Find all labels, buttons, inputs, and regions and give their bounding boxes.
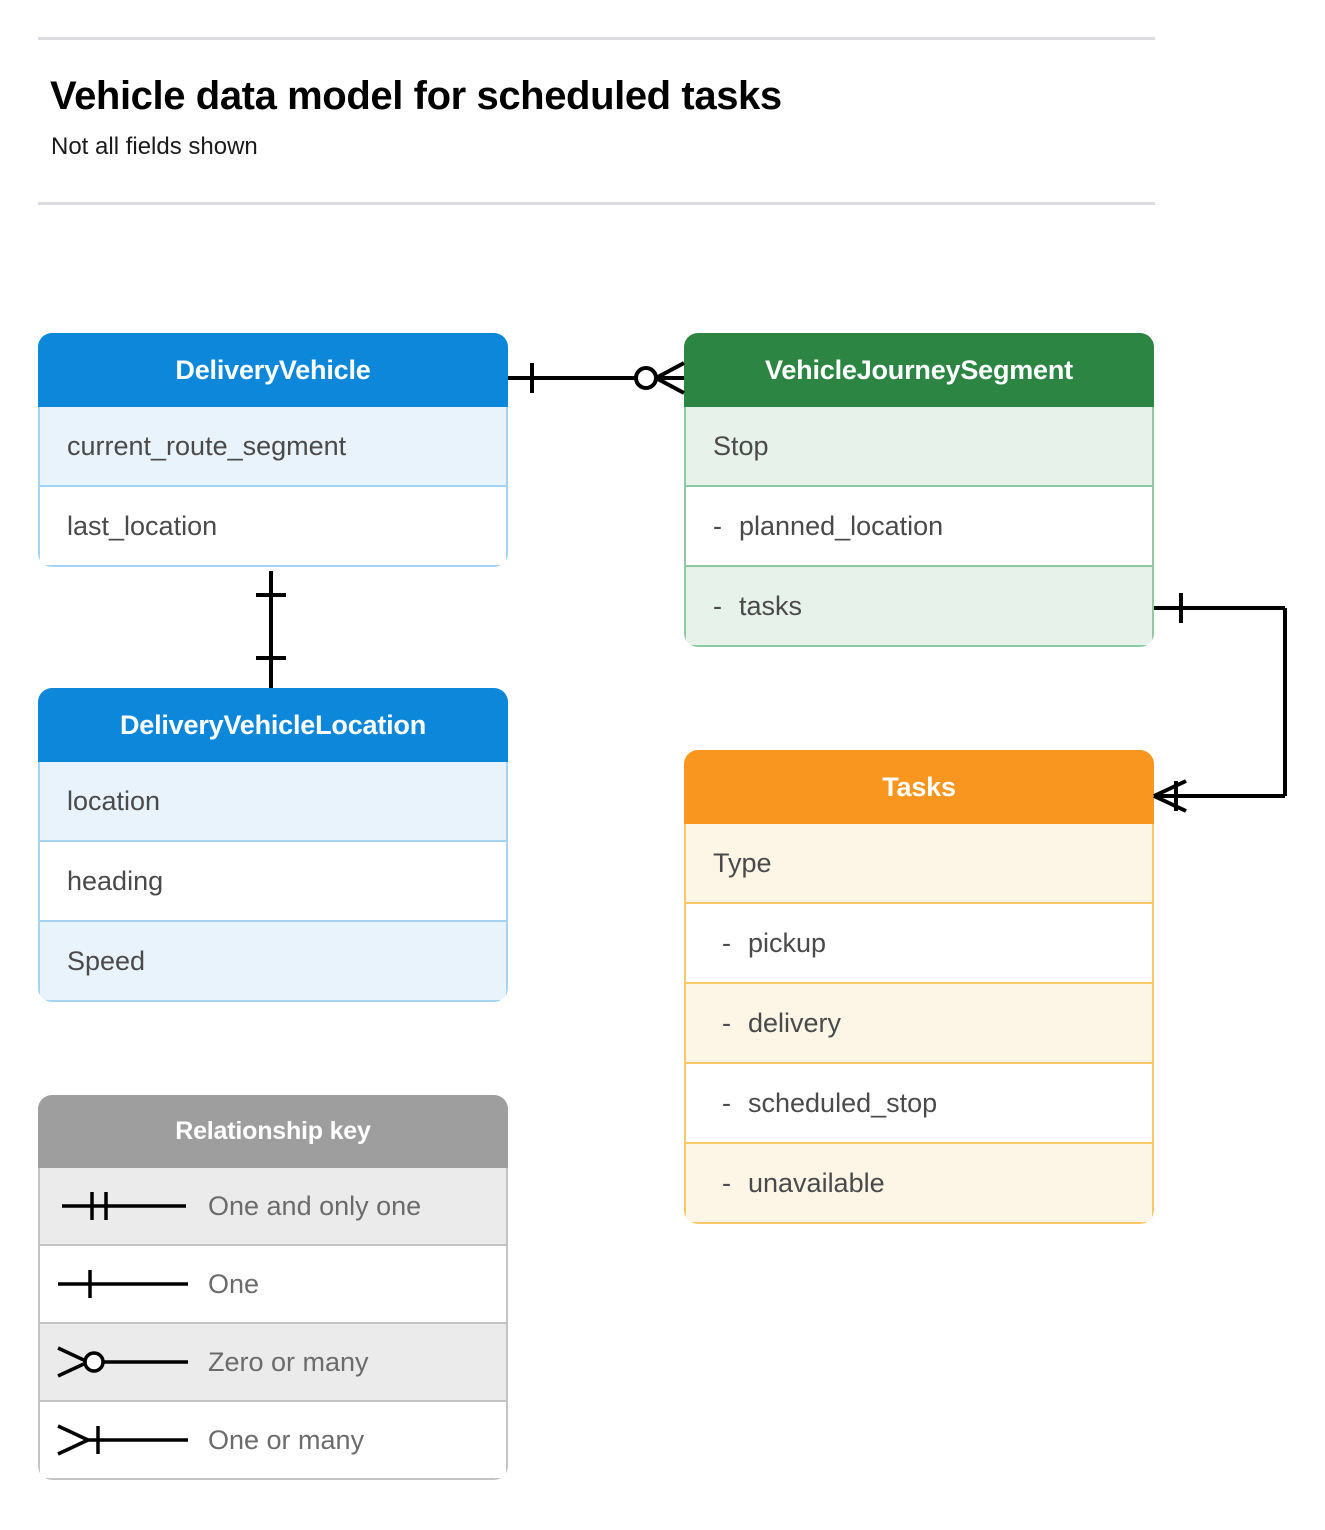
legend-item-one: One xyxy=(38,1246,508,1324)
field-label: Type xyxy=(713,847,772,878)
connector-deliveryvehicle-vehiclejourneysegment xyxy=(508,361,685,395)
connector-vehiclejourneysegment-tasks xyxy=(1153,593,1287,813)
header-divider-bottom xyxy=(38,202,1155,205)
entity-tasks-fields: Type - pickup - delivery - scheduled_sto… xyxy=(684,824,1154,1224)
entity-vehicle-journey-segment-title: VehicleJourneySegment xyxy=(684,333,1154,407)
legend-item-label: One or many xyxy=(208,1424,365,1455)
field-row: - pickup xyxy=(684,904,1154,984)
connector-deliveryvehicle-deliveryvehiclelocation xyxy=(256,571,286,688)
field-dash: - xyxy=(722,1007,731,1038)
entity-delivery-vehicle-location[interactable]: DeliveryVehicleLocation location heading… xyxy=(38,688,508,1002)
field-label: unavailable xyxy=(748,1167,885,1198)
field-label: delivery xyxy=(748,1007,842,1038)
one-icon xyxy=(40,1264,208,1304)
field-row: Speed xyxy=(38,922,508,1002)
entity-vehicle-journey-segment-fields: Stop - planned_location - tasks xyxy=(684,407,1154,647)
field-label: scheduled_stop xyxy=(748,1087,938,1118)
field-dash: - xyxy=(713,590,722,621)
field-label: heading xyxy=(67,865,164,896)
field-row: - unavailable xyxy=(684,1144,1154,1224)
field-row: last_location xyxy=(38,487,508,567)
field-row: - scheduled_stop xyxy=(684,1064,1154,1144)
field-row: heading xyxy=(38,842,508,922)
page-subtitle: Not all fields shown xyxy=(51,133,258,160)
entity-vehicle-journey-segment[interactable]: VehicleJourneySegment Stop - planned_loc… xyxy=(684,333,1154,647)
field-row: - tasks xyxy=(684,567,1154,647)
field-row: Stop xyxy=(684,407,1154,487)
entity-delivery-vehicle-title: DeliveryVehicle xyxy=(38,333,508,407)
field-label: Speed xyxy=(67,945,146,976)
relationship-key-legend[interactable]: Relationship key One and only one xyxy=(38,1095,508,1480)
field-dash: - xyxy=(713,510,722,541)
legend-item-label: One xyxy=(208,1268,260,1299)
entity-tasks[interactable]: Tasks Type - pickup - delivery - schedul… xyxy=(684,750,1154,1224)
field-row: - planned_location xyxy=(684,487,1154,567)
one-or-many-icon xyxy=(40,1420,208,1460)
legend-item-label: Zero or many xyxy=(208,1346,369,1377)
field-label: Stop xyxy=(713,430,769,461)
one-and-only-one-icon xyxy=(40,1186,208,1226)
field-dash: - xyxy=(722,1167,731,1198)
zero-or-many-icon xyxy=(40,1342,208,1382)
entity-delivery-vehicle-fields: current_route_segment last_location xyxy=(38,407,508,567)
entity-tasks-title: Tasks xyxy=(684,750,1154,824)
field-label: current_route_segment xyxy=(67,430,347,461)
field-label: planned_location xyxy=(739,510,944,541)
field-row: current_route_segment xyxy=(38,407,508,487)
field-label: pickup xyxy=(748,927,827,958)
entity-delivery-vehicle-location-fields: location heading Speed xyxy=(38,762,508,1002)
page-title: Vehicle data model for scheduled tasks xyxy=(50,74,782,118)
header-divider-top xyxy=(38,37,1155,40)
field-row: location xyxy=(38,762,508,842)
field-dash: - xyxy=(722,1087,731,1118)
field-dash: - xyxy=(722,927,731,958)
field-row: - delivery xyxy=(684,984,1154,1064)
legend-item-one-or-many: One or many xyxy=(38,1402,508,1480)
legend-item-zero-or-many: Zero or many xyxy=(38,1324,508,1402)
field-label: tasks xyxy=(739,590,803,621)
legend-item-one-and-only-one: One and only one xyxy=(38,1168,508,1246)
legend-title: Relationship key xyxy=(38,1095,508,1168)
field-label: last_location xyxy=(67,510,218,541)
field-label: location xyxy=(67,785,161,816)
legend-item-label: One and only one xyxy=(208,1190,422,1221)
entity-delivery-vehicle[interactable]: DeliveryVehicle current_route_segment la… xyxy=(38,333,508,567)
field-row: Type xyxy=(684,824,1154,904)
entity-delivery-vehicle-location-title: DeliveryVehicleLocation xyxy=(38,688,508,762)
